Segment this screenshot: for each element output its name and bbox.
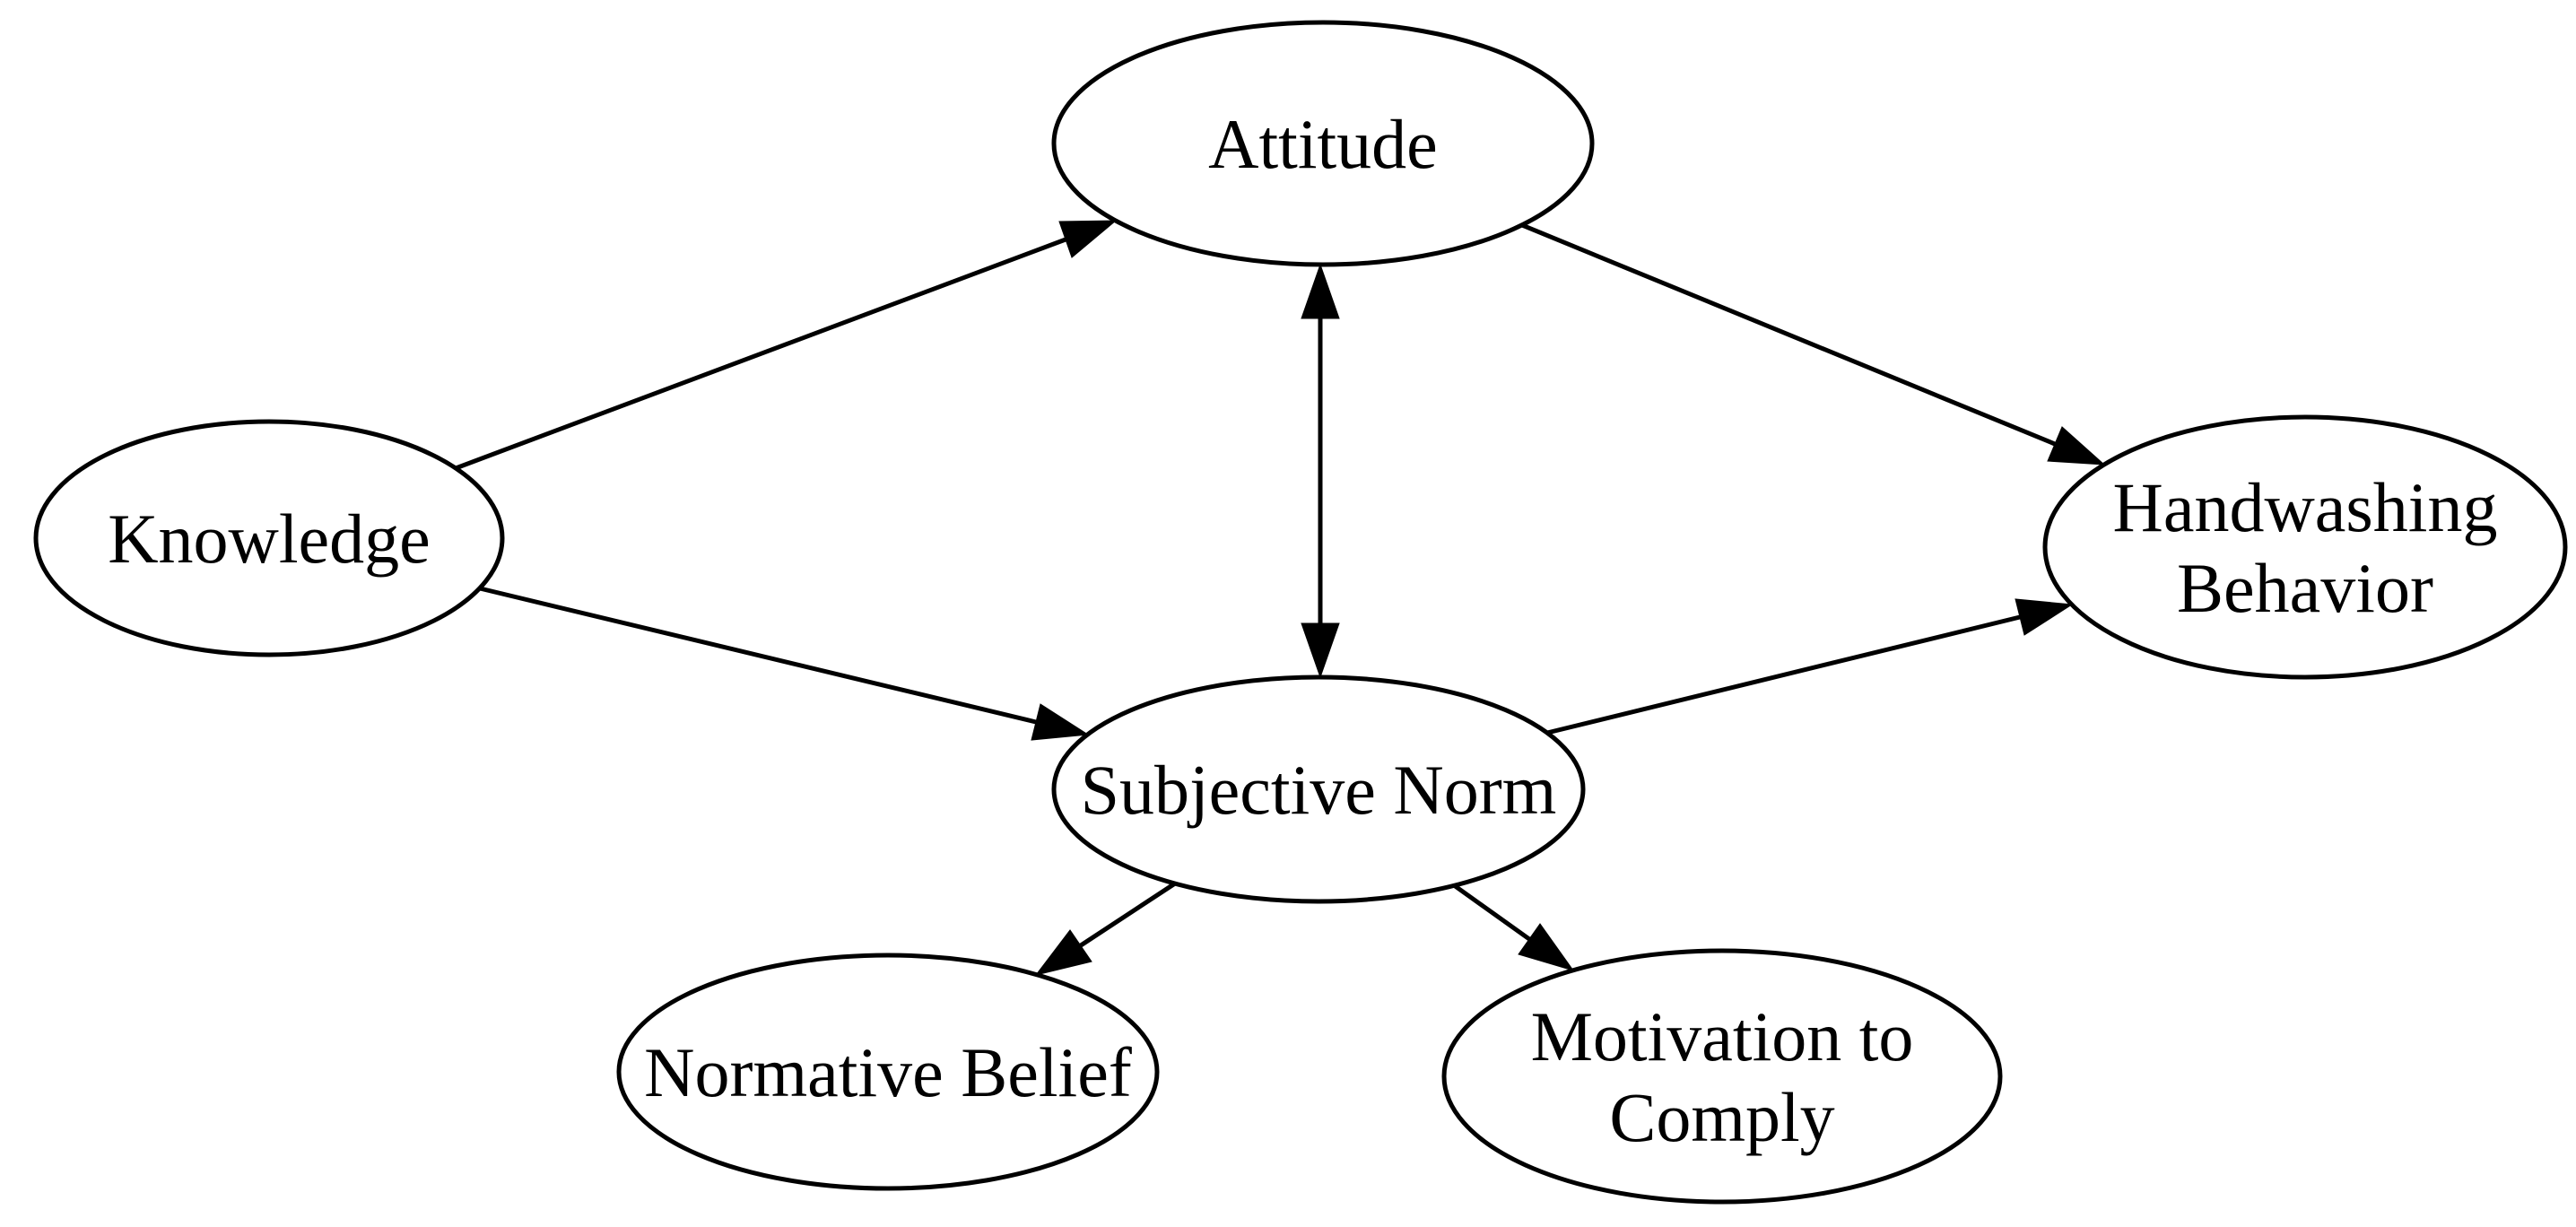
edge-subjective-norm-to-motivation-to-comply [1452, 883, 1575, 971]
edge-knowledge-to-subjective-norm [479, 586, 1090, 741]
node-motivation-to-comply-label-line1: Motivation to [1531, 997, 1914, 1075]
node-normative-belief: Normative Belief [616, 953, 1160, 1191]
arrowhead-down-icon [1301, 622, 1340, 679]
arrowhead-icon [1034, 929, 1092, 976]
edge-attitude-subjective-norm-bidirectional [1301, 263, 1340, 679]
node-handwashing-behavior-label-line2: Behavior [2177, 549, 2433, 627]
node-handwashing-behavior: Handwashing Behavior [2042, 414, 2568, 680]
edge-knowledge-to-attitude [455, 220, 1118, 471]
node-handwashing-behavior-label-line1: Handwashing [2113, 468, 2498, 546]
arrowhead-up-icon [1301, 263, 1340, 319]
edge-subjective-norm-to-handwashing-behavior [1546, 598, 2074, 735]
node-knowledge: Knowledge [33, 419, 505, 657]
node-attitude: Attitude [1051, 20, 1595, 267]
node-attitude-label: Attitude [1208, 105, 1438, 183]
arrowhead-icon [2015, 598, 2074, 636]
node-motivation-to-comply-label-line2: Comply [1609, 1078, 1834, 1156]
node-normative-belief-label: Normative Belief [644, 1033, 1132, 1111]
node-subjective-norm: Subjective Norm [1051, 674, 1586, 904]
arrowhead-icon [1058, 220, 1118, 258]
arrowhead-icon [1518, 923, 1575, 971]
edge-attitude-to-handwashing-behavior [1521, 222, 2106, 466]
node-knowledge-label: Knowledge [108, 500, 431, 578]
arrowhead-icon [2047, 426, 2106, 466]
edge-subjective-norm-to-normative-belief [1034, 881, 1177, 976]
arrowhead-icon [1031, 703, 1090, 741]
node-motivation-to-comply: Motivation to Comply [1441, 948, 2003, 1205]
node-subjective-norm-label: Subjective Norm [1081, 751, 1557, 829]
